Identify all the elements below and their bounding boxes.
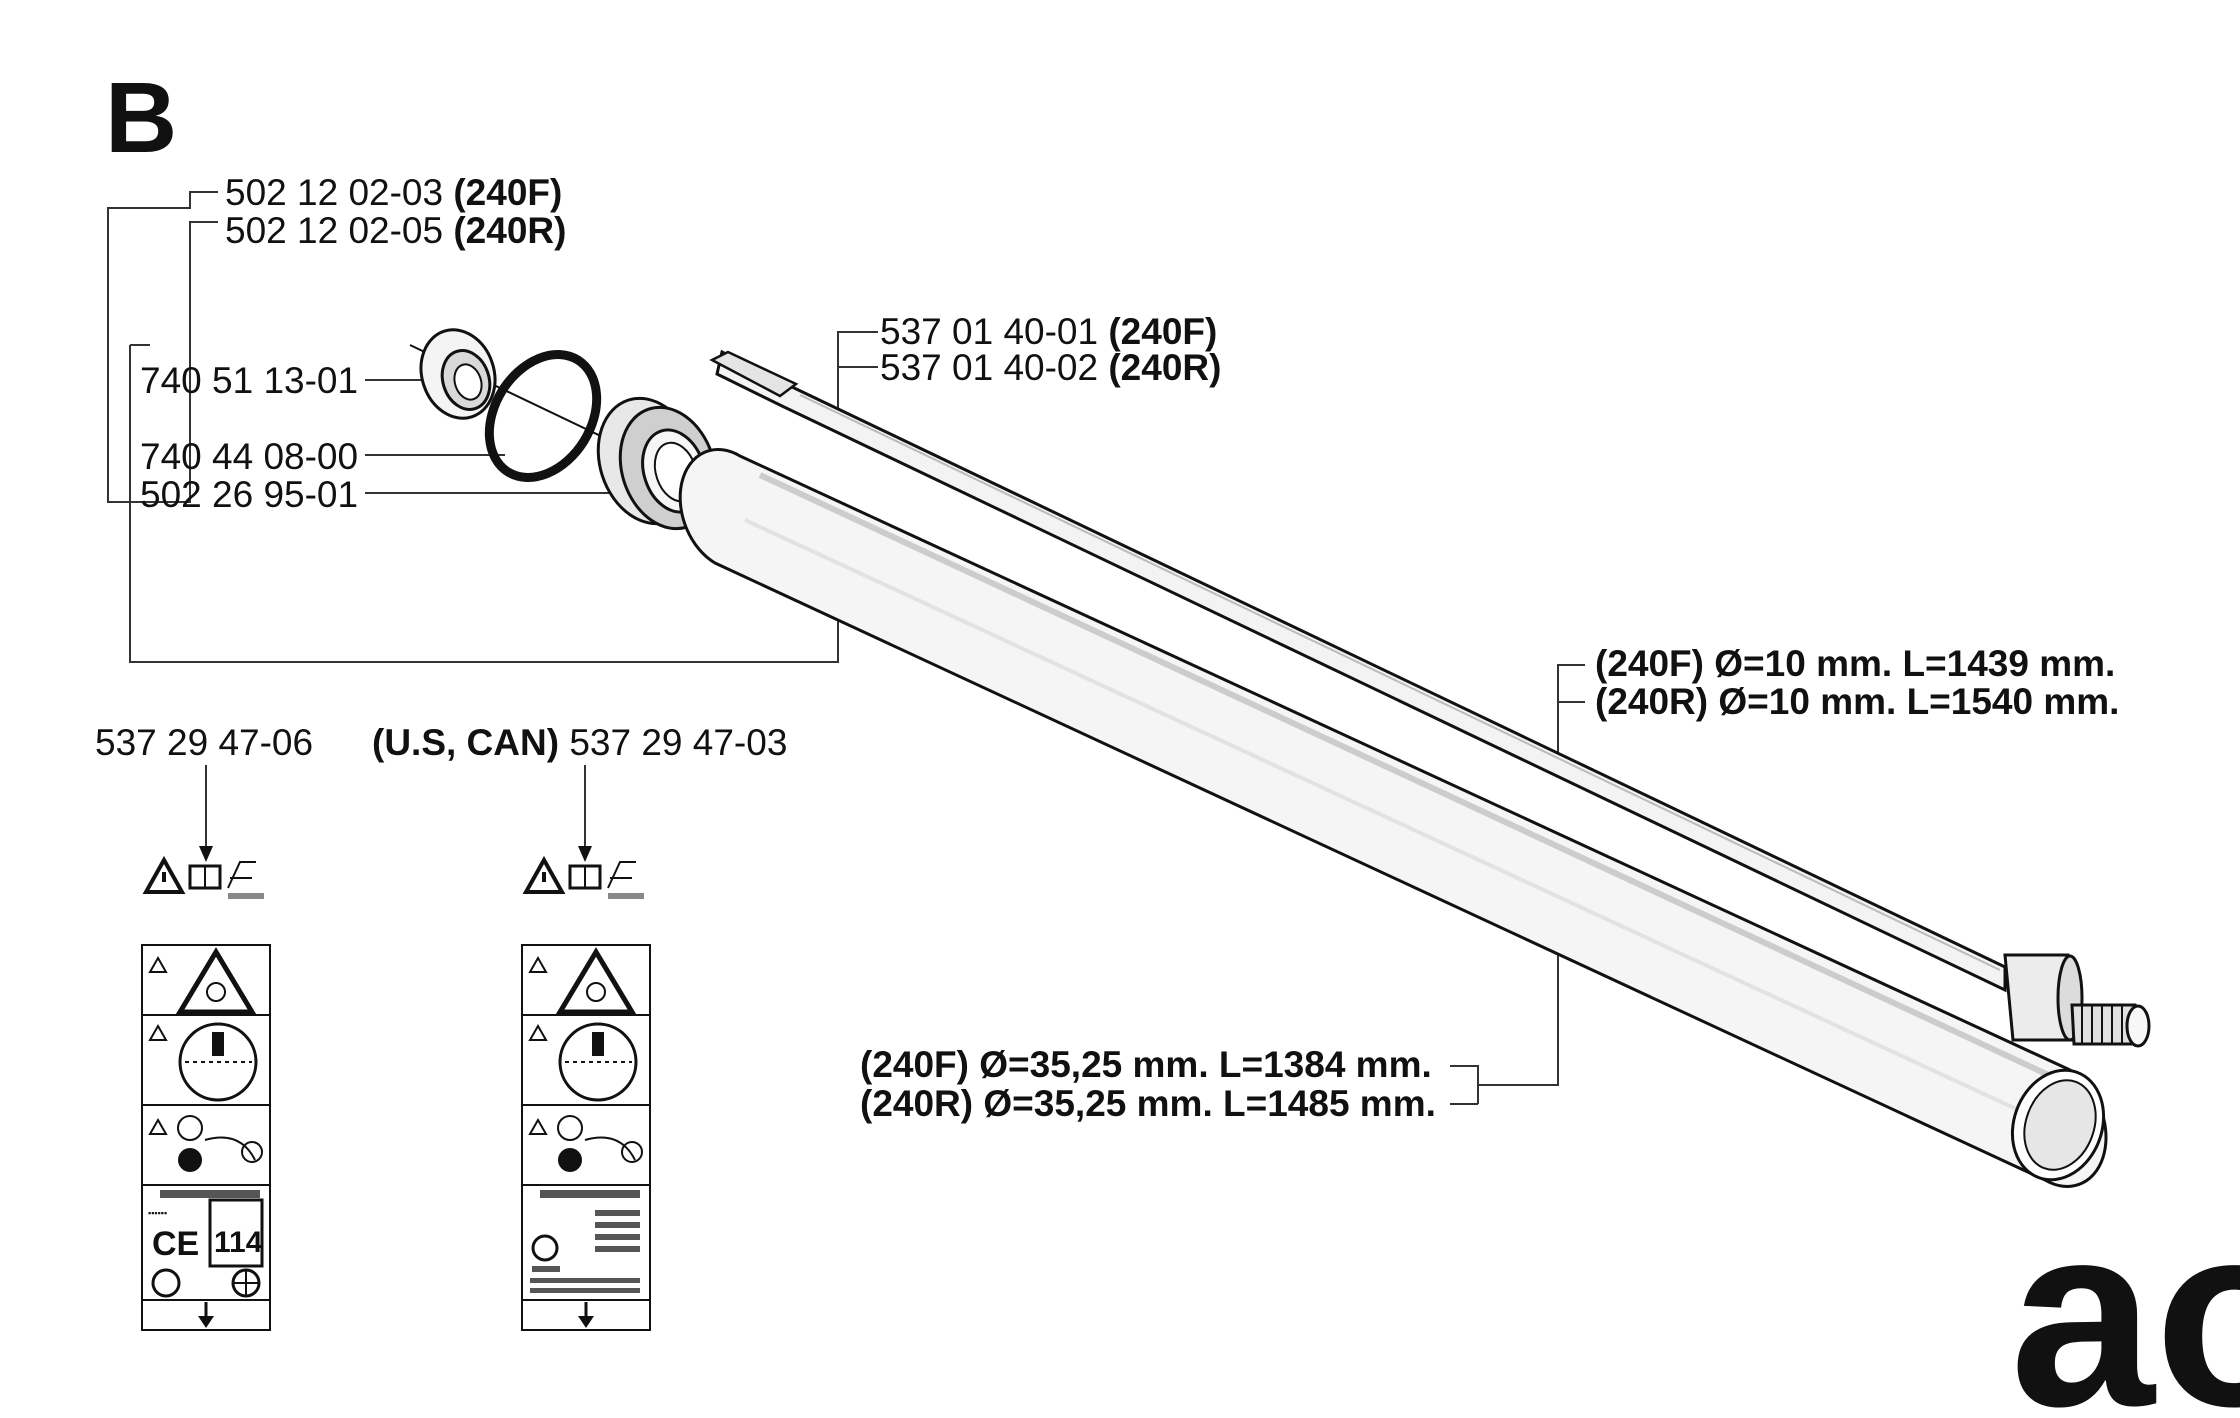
o-ring-label: 740 44 08-00: [140, 436, 358, 477]
drive-shaft-label-240r: 537 01 40-02 (240R): [880, 347, 1221, 388]
decal-1: ▪▪▪▪▪▪ CE 114: [141, 855, 271, 1331]
section-letter: B: [105, 62, 177, 174]
recycle-icon: [151, 1268, 181, 1298]
drive-shaft-part: [709, 349, 2151, 1048]
ear-protection-icon: [607, 861, 636, 889]
watermark-logo: ao: [2010, 1171, 2240, 1418]
ball-bearing-part: [419, 328, 497, 420]
ear-protection-icon: [227, 861, 256, 889]
blade-thrust-icon: [177, 1115, 203, 1141]
warning-hazard-icon: [555, 947, 637, 1015]
o-ring-part: [484, 350, 602, 482]
bearing-housing-label: 502 26 95-01: [140, 474, 358, 515]
decal-1-label: 537 29 47-06: [95, 722, 313, 763]
decal-2-arrowhead: [578, 846, 592, 862]
bearing-kit-label-240f: 502 12 02-03 (240F): [225, 172, 562, 213]
decal-2-label: (U.S, CAN) 537 29 47-03: [372, 722, 787, 763]
tube-spec-240f: (240F) Ø=35,25 mm. L=1384 mm.: [860, 1044, 1432, 1085]
warning-triangle-icon: [142, 855, 186, 894]
tube-spec-240r: (240R) Ø=35,25 mm. L=1485 mm.: [860, 1083, 1436, 1124]
ul-mark-icon: [531, 1234, 559, 1262]
keep-distance-icon: [178, 1022, 258, 1102]
drive-shaft-label-240f: 537 01 40-01 (240F): [880, 311, 1217, 352]
svg-text:▪▪▪▪▪▪: ▪▪▪▪▪▪: [148, 1208, 167, 1218]
shaft-spec-240r: (240R) Ø=10 mm. L=1540 mm.: [1595, 681, 2119, 722]
bearing-kit-label-240r: 502 12 02-05 (240R): [225, 210, 566, 251]
leader-lines: [107, 191, 1585, 1105]
noise-level-value: 114: [214, 1226, 263, 1259]
keep-distance-icon: [558, 1022, 638, 1102]
ball-bearing-label: 740 51 13-01: [140, 360, 358, 401]
decal-2: [521, 855, 651, 1331]
shaft-spec-240f: (240F) Ø=10 mm. L=1439 mm.: [1595, 643, 2115, 684]
tube-part: [678, 448, 2108, 1188]
noise-level-icon: [208, 1198, 264, 1268]
ce-mark: CE: [152, 1225, 199, 1263]
warning-triangle-icon: [522, 855, 566, 894]
warning-hazard-icon: [175, 947, 257, 1015]
decal-1-arrowhead: [199, 846, 213, 862]
blade-thrust-icon: [557, 1115, 583, 1141]
small-warning-icon: [148, 955, 168, 973]
